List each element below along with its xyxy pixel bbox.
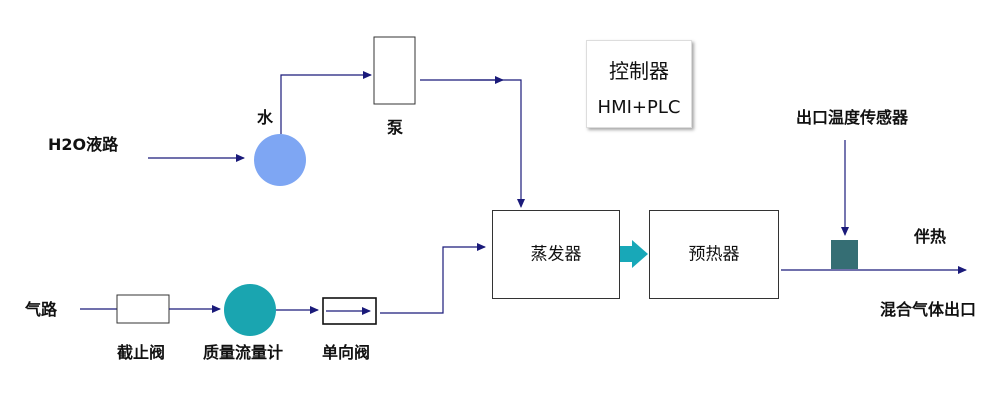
preheater-label: 预热器 [688, 244, 740, 264]
controller-box: 控制器 HMI+PLC [586, 40, 692, 128]
outlet-temp-sensor-label: 出口温度传感器 [796, 108, 909, 127]
evaporator-box: 蒸发器 [492, 210, 620, 299]
temperature-sensor-block [831, 240, 858, 269]
check-valve-label: 单向阀 [322, 343, 371, 362]
mass-flow-meter-circle [224, 284, 276, 336]
controller-subtitle: HMI+PLC [597, 97, 681, 118]
mass-flow-meter-label: 质量流量计 [203, 343, 284, 362]
water-circle [254, 134, 306, 186]
stop-valve-box [116, 294, 170, 324]
evaporator-label: 蒸发器 [530, 244, 582, 264]
water-label: 水 [257, 108, 274, 127]
pump-to-evaporator-line [420, 79, 525, 208]
water-to-pump-line [280, 71, 372, 134]
pump-box [373, 36, 416, 105]
preheater-box: 预热器 [649, 210, 779, 299]
heat-tracing-label: 伴热 [914, 227, 947, 246]
check-valve-to-evaporator-line [380, 243, 486, 314]
mixed-gas-outlet-label: 混合气体出口 [880, 300, 977, 319]
h2o-line-label: H2O液路 [48, 135, 119, 154]
transfer-arrow [615, 240, 648, 268]
pump-label: 泵 [387, 118, 404, 137]
gas-line-label: 气路 [25, 300, 58, 319]
stop-valve-label: 截止阀 [117, 343, 166, 362]
controller-title: 控制器 [609, 59, 669, 83]
